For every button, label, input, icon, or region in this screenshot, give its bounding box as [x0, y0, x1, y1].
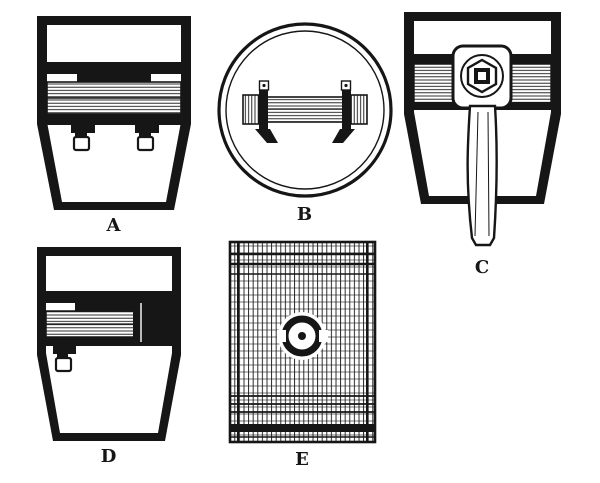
center-boss-and-nut — [451, 44, 513, 110]
figure-b-label: B — [296, 204, 314, 225]
wrist-pin-assembly — [242, 90, 368, 129]
figure-a-label: A — [106, 215, 122, 236]
figure-e-label: E — [295, 449, 310, 470]
wrist-pin — [46, 81, 182, 125]
figure-c: C — [400, 8, 565, 277]
retaining-clips — [71, 125, 159, 152]
wrench-handle — [466, 104, 498, 247]
figure-d-label: D — [100, 446, 118, 467]
figure-a: A — [33, 12, 195, 235]
figure-e: E — [220, 238, 385, 469]
bottom-ring-grooves — [230, 395, 375, 438]
top-ring-grooves — [230, 252, 375, 275]
pin-brackets — [255, 129, 355, 143]
figure-b: B — [215, 18, 395, 224]
piston-pin-single-clip-illustration — [37, 247, 181, 441]
figure-d: D — [33, 243, 185, 466]
right-boss-block — [133, 299, 172, 346]
retaining-clip — [53, 346, 76, 373]
figure-c-label: C — [474, 257, 491, 278]
piston-pin-wrench-illustration — [404, 12, 561, 247]
pin-boss — [47, 62, 181, 82]
set-screws — [258, 80, 352, 91]
piston-side-view-illustration — [228, 240, 377, 444]
pin-hole — [277, 312, 328, 360]
piston-pin-two-clips-section-illustration — [37, 16, 191, 210]
piston-bottom-view-illustration — [217, 22, 393, 198]
